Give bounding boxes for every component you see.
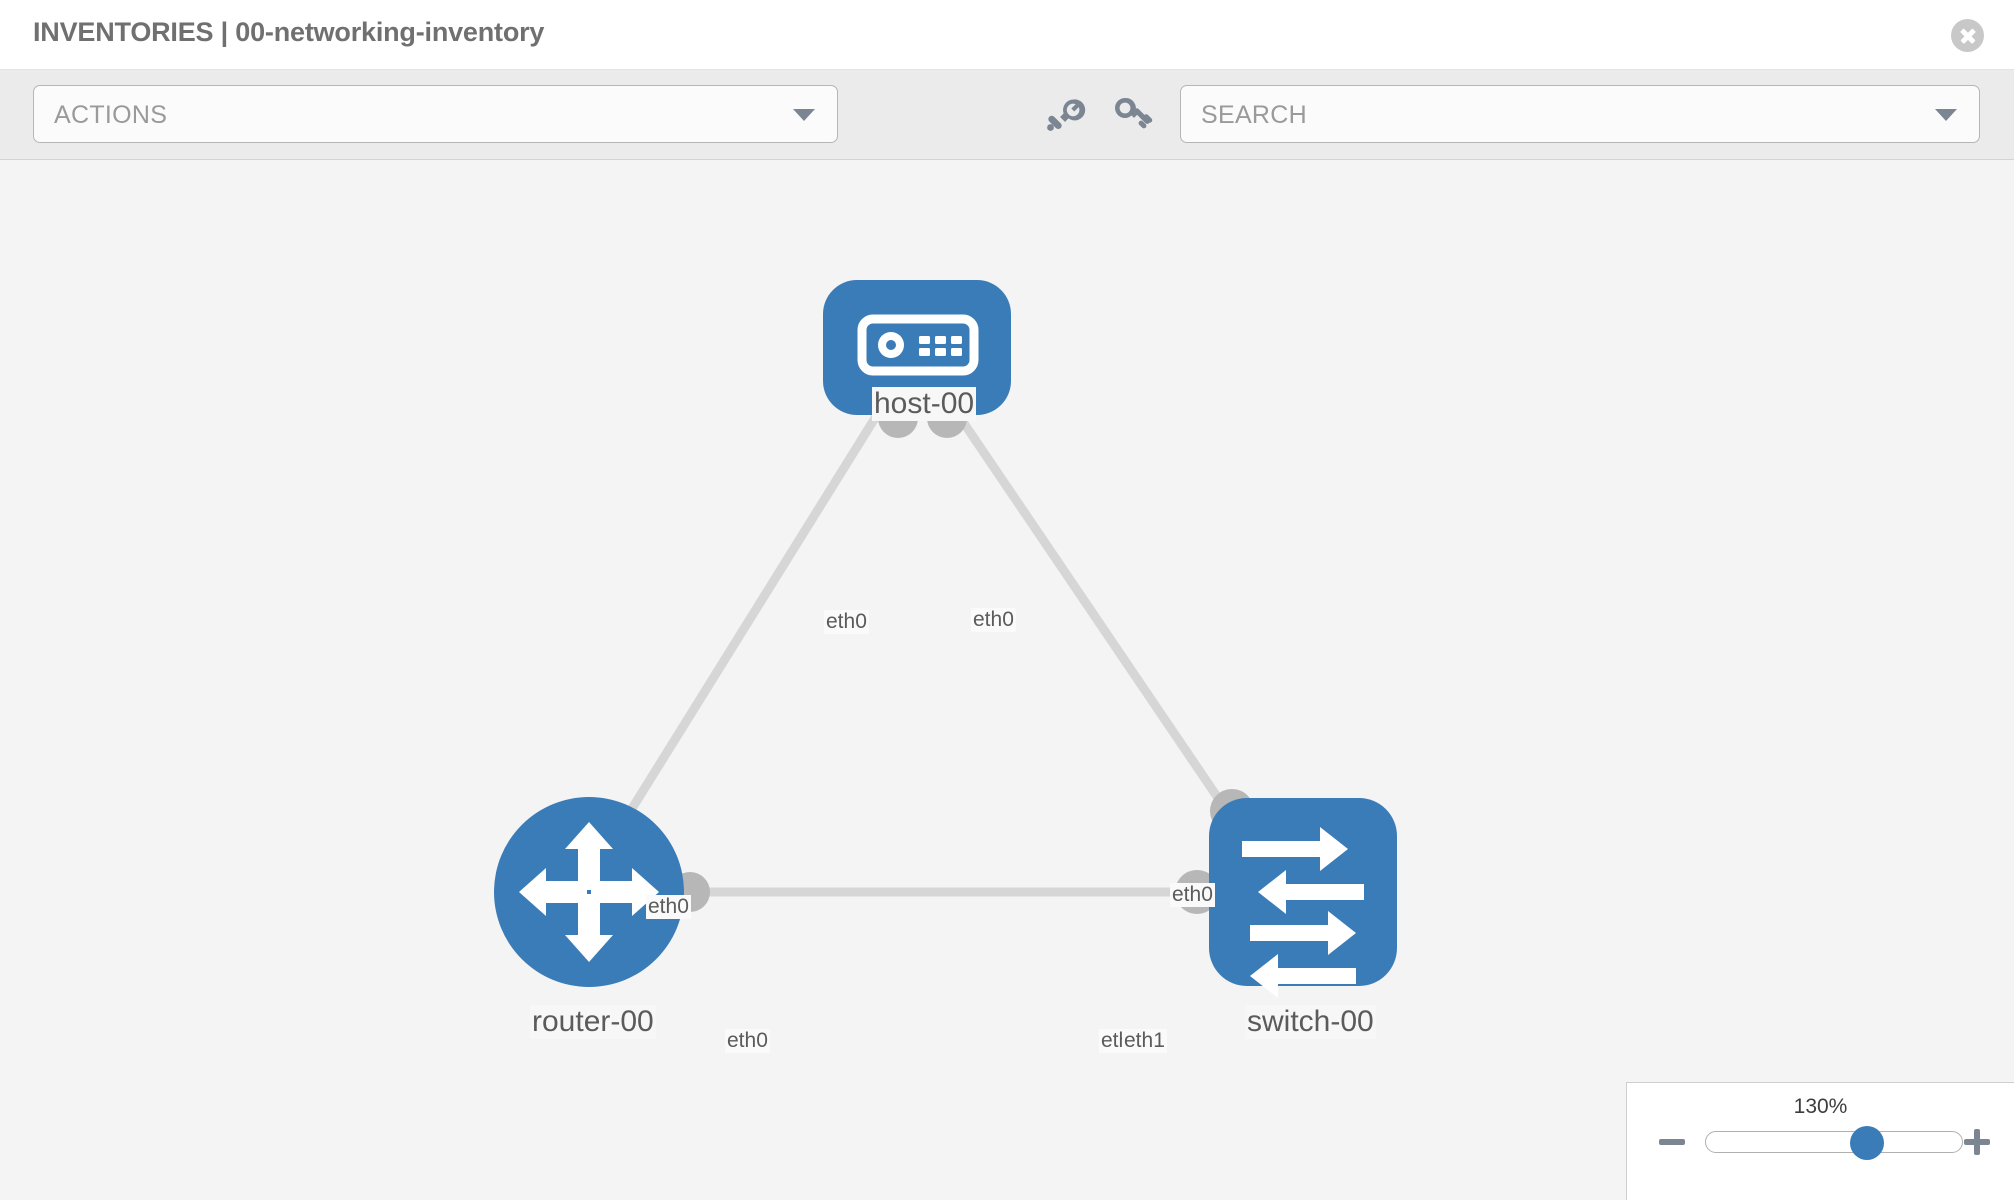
minus-icon[interactable] — [1657, 1127, 1687, 1157]
search-placeholder: SEARCH — [1201, 101, 1307, 129]
topology-graph — [494, 280, 1397, 998]
server-icon — [857, 314, 979, 376]
actions-dropdown-label: ACTIONS — [54, 101, 168, 129]
chevron-down-icon — [1935, 109, 1957, 121]
link-host-router — [596, 407, 884, 863]
zoom-level-value: 130% — [1793, 1095, 1848, 1118]
page-title: INVENTORIES | 00-networking-inventory — [33, 17, 545, 47]
node-label-host-00: host-00 — [872, 387, 977, 421]
wrench-icon[interactable] — [1035, 85, 1093, 143]
node-router-00 — [494, 797, 684, 987]
topology-canvas[interactable]: host-00 router-00 switch-00 eth0 eth0 et… — [0, 160, 2014, 1200]
interface-nubs — [670, 398, 1254, 914]
zoom-slider[interactable] — [1705, 1126, 1963, 1160]
iface-label: eth0 — [1170, 883, 1215, 907]
plus-icon[interactable] — [1962, 1127, 1992, 1157]
router-arrows-icon — [519, 822, 659, 962]
iface-label: eth0 — [824, 610, 869, 634]
node-label-router-00: router-00 — [530, 1005, 656, 1039]
topology-links — [596, 407, 1264, 897]
page-header: INVENTORIES | 00-networking-inventory — [0, 0, 2014, 70]
close-icon[interactable] — [1951, 19, 1984, 52]
node-switch-00 — [1209, 798, 1397, 998]
iface-label: eth0 — [971, 608, 1016, 632]
switch-arrows-icon — [1242, 827, 1364, 998]
iface-label: eth1 — [1122, 1029, 1167, 1053]
iface-label: eth0 — [725, 1029, 770, 1053]
key-icon[interactable] — [1103, 85, 1161, 143]
toolbar: ACTIONS SEARCH — [0, 70, 2014, 160]
node-host-00 — [823, 280, 1011, 415]
zoom-slider-thumb[interactable] — [1850, 1126, 1884, 1160]
node-label-switch-00: switch-00 — [1245, 1005, 1376, 1039]
link-host-switch — [951, 407, 1264, 863]
chevron-down-icon — [793, 109, 815, 121]
search-input[interactable]: SEARCH — [1180, 85, 1980, 143]
iface-label: eth0 — [646, 895, 691, 919]
actions-dropdown[interactable]: ACTIONS — [33, 85, 838, 143]
zoom-control-panel: 130% — [1626, 1082, 2014, 1200]
